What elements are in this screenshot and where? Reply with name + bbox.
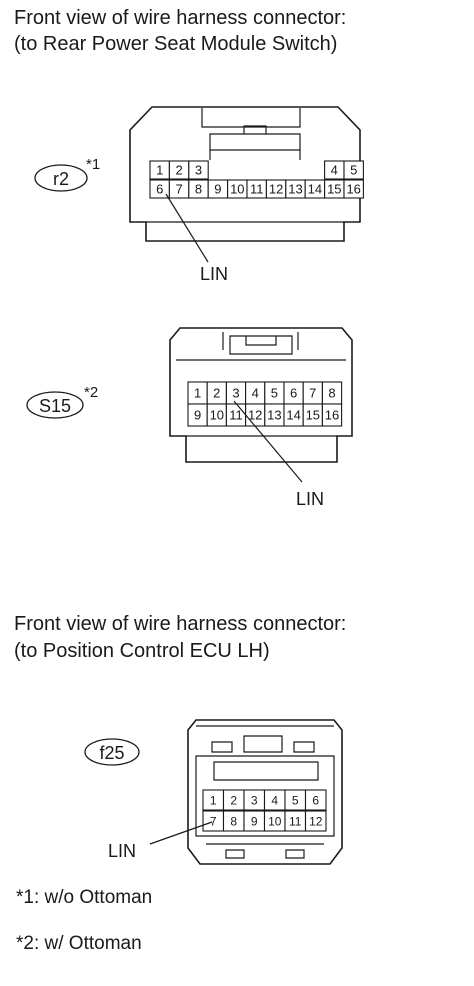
connector-f25-pin-7: 7 [210,815,217,829]
connector-r2-pin-5-cavity [343,160,364,180]
connector-r2-pin-3: 3 [195,163,202,178]
connector-r2-pin-1: 1 [156,163,163,178]
connector-s15-pin-8: 8 [328,386,335,401]
connector-r2-code-oval [34,164,88,192]
section-2-heading-line1: Front view of wire harness connector: [14,613,346,635]
connector-f25-pin-9: 9 [251,815,258,829]
connector-s15-pin-12: 12 [248,408,262,423]
connector-r2-pin-16: 16 [346,182,360,197]
connector-r2-pin-3-cavity [188,160,209,180]
connector-r2-pin-12: 12 [269,182,283,197]
connector-f25-pin-10: 10 [268,815,282,829]
connector-s15-pin-5: 5 [271,386,278,401]
connector-s15-pin-15: 15 [306,408,320,423]
connector-r2-pin-14: 14 [308,182,322,197]
connector-r2-lin-leader [165,193,209,263]
connector-r2-code: r2 [53,169,69,189]
connector-f25-lin-leader [149,821,213,845]
connector-r2-pin-13: 13 [288,182,302,197]
connector-s15-pin-3: 3 [232,386,239,401]
connector-r2-pin-9: 9 [214,182,221,197]
connector-s15-lin-leader [233,400,303,483]
connector-f25-pin-12-cavity [304,810,327,832]
connector-f25-pin-2: 2 [230,794,237,808]
section-1-heading-line1: Front view of wire harness connector: [14,7,346,29]
connector-s15-pin-14: 14 [286,408,300,423]
connector-s15-pin-11: 11 [229,408,243,423]
connector-s15-pin-16: 16 [325,408,339,423]
section-1-heading-line2: (to Rear Power Seat Module Switch) [14,33,337,55]
connector-s15-pin-1: 1 [194,386,201,401]
connector-r2-note-ref: *1 [86,156,100,173]
section-2-heading-line2: (to Position Control ECU LH) [14,640,270,662]
connector-r2-pin-2: 2 [175,163,182,178]
connector-f25-pin-6-cavity [304,789,327,811]
connector-r2-pin-6: 6 [156,182,163,197]
connector-f25-pin-12: 12 [309,815,323,829]
connector-s15-lin-label: LIN [296,489,324,509]
connector-s15-pin-6: 6 [290,386,297,401]
connector-f25-lin-label: LIN [108,841,136,861]
connector-s15-pin-9: 9 [194,408,201,423]
connector-s15-pin-4: 4 [252,386,259,401]
connector-s15-pin-2: 2 [213,386,220,401]
connector-r2-pin-11: 11 [250,182,264,197]
connector-f25-pin-1: 1 [210,794,217,808]
connector-r2-pin-15: 15 [327,182,341,197]
connector-s15-note-ref: *2 [84,384,98,401]
connector-f25-code-oval [84,738,140,766]
note-1: *1: w/o Ottoman [16,887,152,908]
connector-r2-pin-5: 5 [350,163,357,178]
connector-f25-pin-5: 5 [292,794,299,808]
connector-s15-pin-13: 13 [267,408,281,423]
connector-r2-pin-10: 10 [230,182,244,197]
connector-f25-pin-3: 3 [251,794,258,808]
note-2: *2: w/ Ottoman [16,933,142,954]
connector-s15-code: S15 [39,396,71,416]
connector-f25-pin-4: 4 [271,794,278,808]
connector-f25-code: f25 [99,743,124,763]
connector-r2-pin-7: 7 [175,182,182,197]
connector-f25-pin-6: 6 [312,794,319,808]
connector-s15-pin-10: 10 [210,408,224,423]
connector-r2-pin-8: 8 [195,182,202,197]
connector-f25-pin-8: 8 [230,815,237,829]
connector-r2-pin-16-cavity [343,179,364,199]
connector-s15-code-oval [26,391,84,419]
connector-s15-pin-16-cavity [321,403,343,427]
connector-f25-pin-11: 11 [289,815,302,829]
connector-r2-pin-4: 4 [331,163,338,178]
connector-s15-pin-7: 7 [309,386,316,401]
connector-r2-lin-label: LIN [200,264,228,284]
